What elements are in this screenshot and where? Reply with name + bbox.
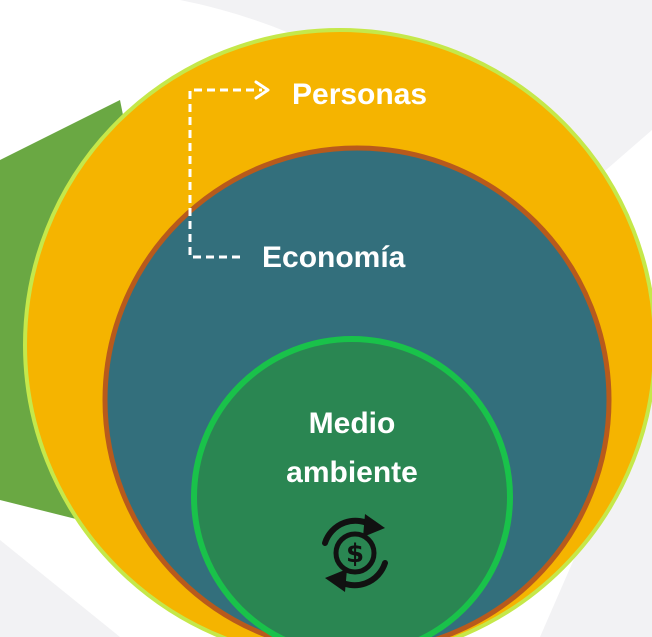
dollar-glyph: $ [346,539,364,569]
coin [333,531,377,575]
label-ambiente: ambiente [286,456,418,489]
cycle-arrowhead-top [363,514,385,537]
dollar-cycle-icon: $ [322,514,388,592]
inner-circle-medio-ambiente [191,336,513,637]
dashed-arrow-path [188,88,262,259]
cycle-arrowhead-bottom [325,569,347,592]
label-medio: Medio [309,407,396,440]
dashed-arrow-connector [188,88,262,259]
label-economia: Economía [262,241,406,274]
backdrop-shape-left [0,540,120,637]
dashed-arrowhead-icon [254,80,270,100]
label-personas: Personas [292,78,427,111]
